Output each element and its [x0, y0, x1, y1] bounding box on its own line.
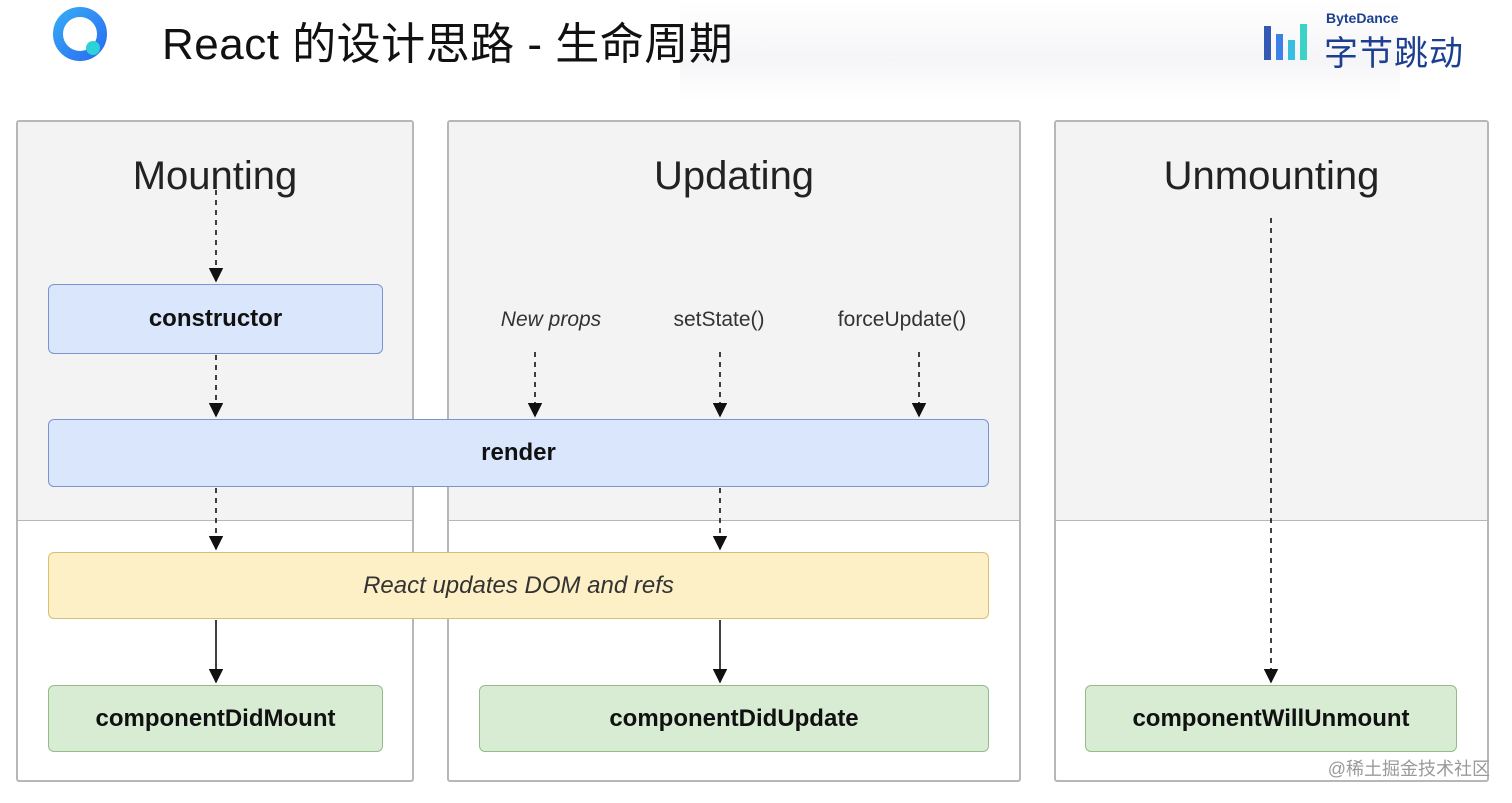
bytedance-bars-icon [1264, 24, 1307, 60]
mounting-phase-title: Mounting [132, 154, 298, 198]
trigger-set-state: setState() [673, 308, 765, 331]
slide-header: React 的设计思路 - 生命周期 ByteDance 字节跳动 [0, 0, 1512, 100]
brand-logo: ByteDance 字节跳动 [1262, 8, 1472, 73]
app-ring-logo-icon [53, 7, 107, 61]
constructor-node: constructor [48, 284, 383, 354]
trigger-new-props: New props [500, 308, 602, 331]
brand-name-en: ByteDance [1326, 10, 1399, 26]
component-will-unmount-node: componentWillUnmount [1085, 685, 1457, 752]
unmounting-phase-panel: Unmounting [1054, 120, 1489, 782]
component-did-mount-node: componentDidMount [48, 685, 383, 752]
watermark: @稀土掘金技术社区 [1327, 759, 1490, 779]
page-title: React 的设计思路 - 生命周期 [162, 20, 734, 69]
brand-name-cn: 字节跳动 [1324, 35, 1464, 73]
updating-phase-title: Updating [653, 154, 815, 198]
render-node: render [48, 419, 989, 487]
unmounting-phase-title: Unmounting [1163, 154, 1380, 198]
dom-update-node: React updates DOM and refs [48, 552, 989, 619]
trigger-force-update: forceUpdate() [837, 308, 967, 331]
component-did-update-node: componentDidUpdate [479, 685, 989, 752]
